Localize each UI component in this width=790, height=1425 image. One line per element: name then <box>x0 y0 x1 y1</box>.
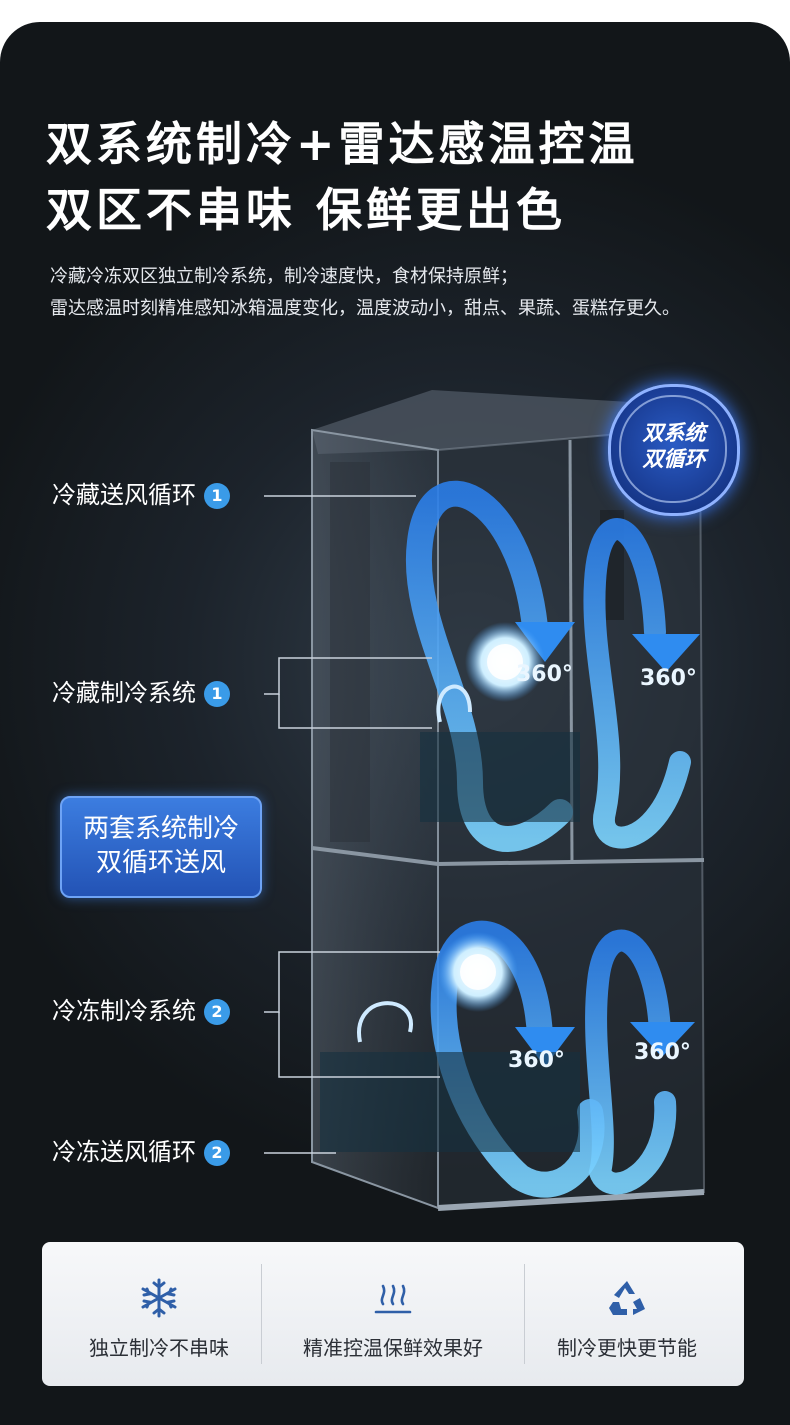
feature-item: 精准控温保鲜效果好 <box>276 1242 510 1386</box>
callout-text: 冷冻制冷系统 <box>52 997 196 1025</box>
product-banner: 双系统制冷+雷达感温控温 双区不串味 保鲜更出色 冷藏冷冻双区独立制冷系统，制冷… <box>0 22 790 1425</box>
callout-text: 冷藏制冷系统 <box>52 679 196 707</box>
description-line-1: 冷藏冷冻双区独立制冷系统，制冷速度快，食材保持原鲜； <box>50 266 518 287</box>
rotation-label: 360° <box>516 662 573 687</box>
callout-lines <box>264 495 440 1154</box>
arrow-head <box>632 634 700 672</box>
callout-refrigerator-cooling: 冷藏制冷系统 1 <box>52 676 230 710</box>
recycle-icon <box>609 1281 645 1315</box>
rotation-label: 360° <box>640 666 697 691</box>
dual-system-badge: 双系统 双循环 <box>608 384 740 516</box>
callout-text: 冷冻送风循环 <box>52 1138 196 1166</box>
callout-freezer-airflow: 冷冻送风循环 2 <box>52 1135 230 1169</box>
feature-text: 独立制冷不串味 <box>89 1336 229 1360</box>
callout-freezer-cooling: 冷冻制冷系统 2 <box>52 994 230 1028</box>
callout-number: 1 <box>204 681 230 707</box>
highlight-line-2: 双循环送风 <box>95 848 226 878</box>
highlight-line-1: 两套系统制冷 <box>82 814 239 844</box>
badge-line-1: 双系统 <box>642 421 706 445</box>
headline-line-2: 双区不串味 保鲜更出色 <box>46 183 567 237</box>
badge-ring <box>619 395 727 503</box>
feature-item: 独立制冷不串味 <box>42 1242 276 1386</box>
callout-number: 2 <box>204 1140 230 1166</box>
feature-text: 精准控温保鲜效果好 <box>303 1336 483 1360</box>
badge-line-2: 双循环 <box>642 447 706 471</box>
callout-text: 冷藏送风循环 <box>52 481 196 509</box>
freezer-evaporator-coils <box>320 1001 580 1152</box>
feature-item: 制冷更快更节能 <box>510 1242 744 1386</box>
arrow-head <box>630 1022 695 1057</box>
divider <box>524 1264 525 1364</box>
snowflake-icon <box>141 1278 177 1318</box>
highlight-box: 两套系统制冷 双循环送风 <box>60 796 262 898</box>
callout-refrigerator-airflow: 冷藏送风循环 1 <box>52 478 230 512</box>
callout-number: 2 <box>204 999 230 1025</box>
callout-number: 1 <box>204 483 230 509</box>
fridge-illustration <box>264 390 712 1211</box>
description-line-2: 雷达感温时刻精准感知冰箱温度变化，温度波动小，甜点、果蔬、蛋糕存更久。 <box>50 298 680 319</box>
headline-line-1: 双系统制冷+雷达感温控温 <box>46 117 639 171</box>
arrow-head <box>515 1027 575 1067</box>
feature-text: 制冷更快更节能 <box>557 1336 697 1360</box>
rotation-label: 360° <box>634 1040 691 1065</box>
refrigerator-airflow-arrows <box>405 480 691 852</box>
divider <box>261 1264 262 1364</box>
refrigerator-evaporator-coils <box>420 684 580 822</box>
feature-bar: 独立制冷不串味 精准控温保鲜效果好 <box>42 1242 744 1386</box>
rotation-label: 360° <box>508 1048 565 1073</box>
heat-waves-icon <box>374 1284 412 1314</box>
